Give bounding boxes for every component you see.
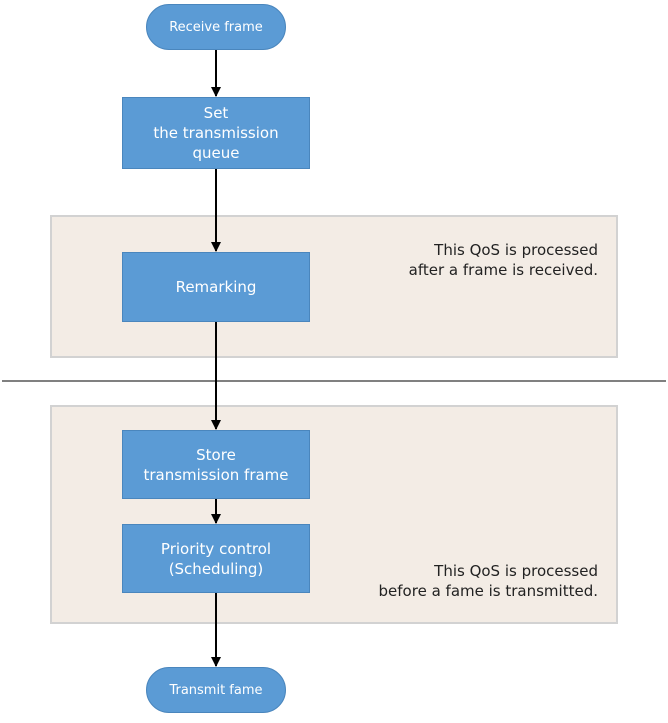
- remarking-box: Remarking: [122, 252, 310, 322]
- priority-control-box: Priority control (Scheduling): [122, 524, 310, 593]
- note-before-transmitted: This QoS is processed before a fame is t…: [378, 562, 598, 600]
- store-transmission-frame-box: Store transmission frame: [122, 430, 310, 499]
- set-transmission-queue-box: Set the transmission queue: [122, 97, 310, 169]
- receive-frame-terminal: Receive frame: [146, 4, 286, 50]
- note-after-received: This QoS is processed after a frame is r…: [408, 241, 598, 279]
- transmit-fame-terminal: Transmit fame: [146, 667, 286, 713]
